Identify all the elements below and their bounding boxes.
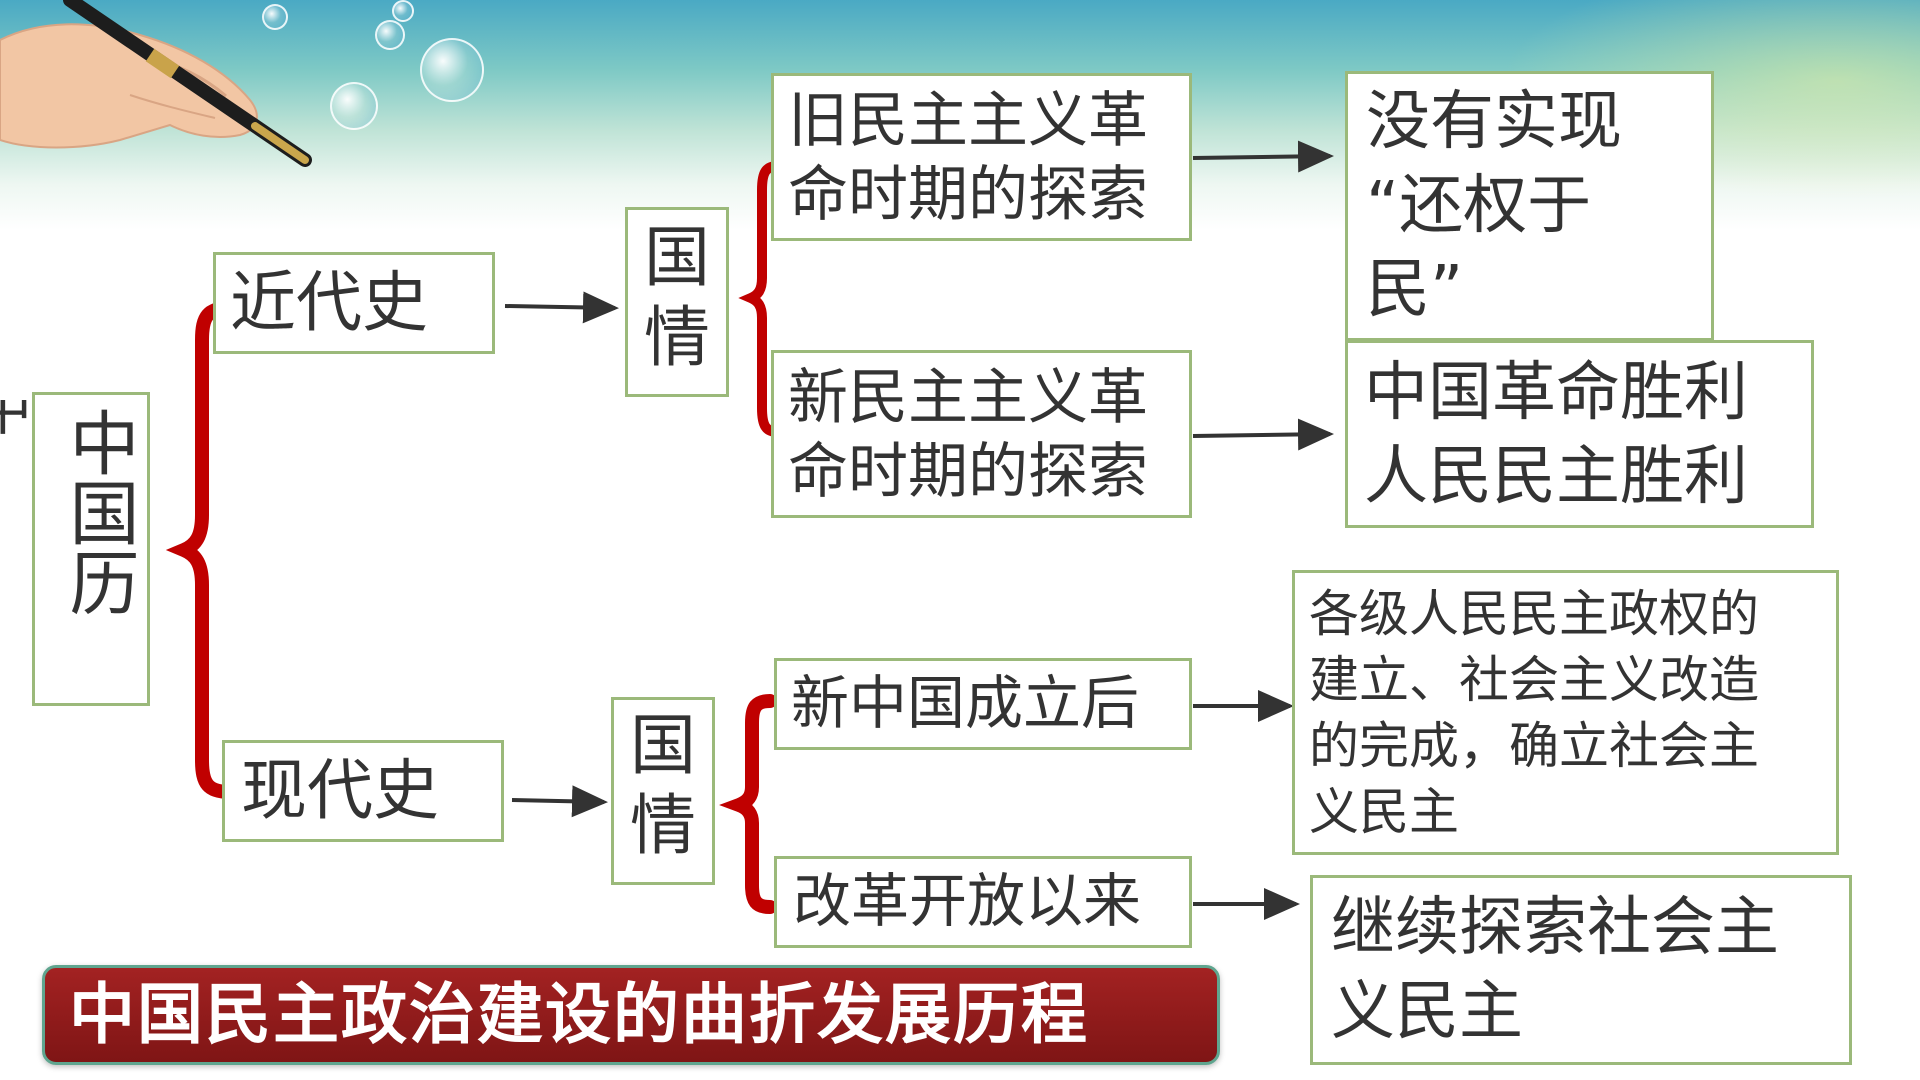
since-reform-label: 改革开放以来 — [777, 859, 1189, 937]
old-democratic-label: 旧民主主义革 命时期的探索 — [774, 76, 1189, 232]
since-reform-box: 改革开放以来 — [774, 856, 1192, 948]
modern-history-label: 近代史 — [216, 255, 492, 342]
contemporary-history-label: 现代史 — [225, 743, 501, 830]
result-old-label: 没有实现 “还权于 民” — [1348, 74, 1711, 332]
root-box: 中国历 — [32, 392, 150, 706]
after-new-china-box: 新中国成立后 — [774, 658, 1192, 750]
result-new-label: 中国革命胜利 人民民主胜利 — [1348, 343, 1811, 519]
arrow-modern-to-condition — [505, 306, 615, 308]
contemporary-history-box: 现代史 — [222, 740, 504, 842]
result-after-new-china-box: 各级人民民主政权的 建立、社会主义改造 的完成，确立社会主 义民主 — [1292, 570, 1839, 855]
national-condition-box-2: 国 情 — [611, 697, 715, 885]
root-label: 中国历 — [35, 395, 141, 617]
national-condition-label-2: 国 情 — [614, 700, 712, 866]
result-after-new-china-label: 各级人民民主政权的 建立、社会主义改造 的完成，确立社会主 义民主 — [1295, 573, 1836, 845]
modern-history-box: 近代史 — [213, 252, 495, 354]
arrow-new-to-result — [1193, 434, 1330, 436]
result-old-box: 没有实现 “还权于 民” — [1345, 71, 1714, 341]
page-title: 中国民主政治建设的曲折发展历程 — [42, 965, 1220, 1065]
national-condition-label-1: 国 情 — [628, 210, 726, 378]
national-condition-box-1: 国 情 — [625, 207, 729, 397]
new-democratic-label: 新民主主义革 命时期的探索 — [774, 353, 1189, 509]
result-reform-label: 继续探索社会主 义民主 — [1313, 878, 1849, 1054]
new-democratic-box: 新民主主义革 命时期的探索 — [771, 350, 1192, 518]
old-democratic-box: 旧民主主义革 命时期的探索 — [771, 73, 1192, 241]
result-new-box: 中国革命胜利 人民民主胜利 — [1345, 340, 1814, 528]
after-new-china-label: 新中国成立后 — [777, 661, 1189, 739]
arrow-contemporary-to-condition — [512, 800, 604, 802]
result-reform-box: 继续探索社会主 义民主 — [1310, 875, 1852, 1065]
arrow-old-to-result — [1193, 156, 1330, 158]
